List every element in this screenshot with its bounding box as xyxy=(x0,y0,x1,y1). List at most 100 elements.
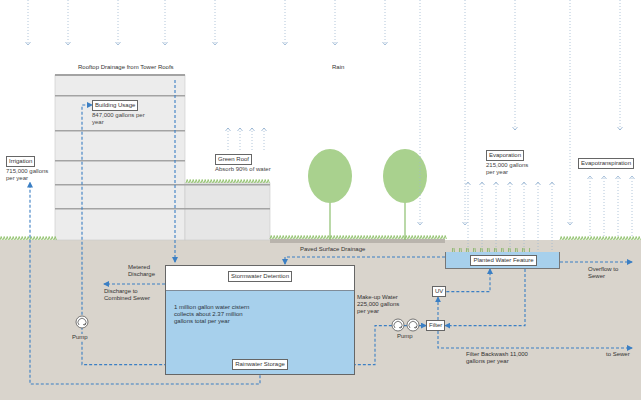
overflow-line xyxy=(560,261,632,262)
vapour-arrowhead xyxy=(536,182,541,185)
ground xyxy=(0,240,641,400)
vapour-line xyxy=(264,128,265,150)
rain-line xyxy=(515,0,516,130)
vapour-arrowhead xyxy=(550,182,555,185)
tree xyxy=(308,149,427,240)
annotation: Filter Backwash 11,000 gallons per year xyxy=(466,351,540,365)
vapour-arrowhead xyxy=(522,182,527,185)
rain-arrowhead xyxy=(333,42,338,45)
backwash-line xyxy=(438,331,632,348)
rain-line xyxy=(285,0,286,45)
grass xyxy=(270,236,446,240)
cistern-tank: 1 million gallon water cistern collects … xyxy=(165,265,355,375)
vapour-line xyxy=(538,182,539,250)
rain-line xyxy=(28,0,29,45)
rain-arrowhead xyxy=(618,127,623,130)
node-heading: 1 million gallon water cistern collects … xyxy=(174,304,262,326)
vapour-arrowhead xyxy=(630,176,635,179)
rain-arrowhead xyxy=(213,42,218,45)
annotation: Discharge to Combined Sewer xyxy=(104,288,156,302)
vapour-line xyxy=(552,182,553,250)
node-heading: Stormwater Detention xyxy=(228,271,292,282)
paved-surface xyxy=(270,239,445,243)
node-heading: Rainwater Storage xyxy=(232,359,288,370)
vapour-line xyxy=(228,128,229,150)
rain-arrowhead xyxy=(463,222,468,225)
node-heading: Filter xyxy=(426,320,445,331)
vapour-arrowhead xyxy=(480,182,485,185)
grass xyxy=(560,237,640,241)
node-heading: UV xyxy=(432,286,446,297)
node-note: 715,000 gallons per year xyxy=(6,168,52,182)
node-heading: Building Usage xyxy=(92,100,138,111)
annotation: Pump xyxy=(71,334,89,341)
annotation: Overflow to Sewer xyxy=(588,266,632,280)
vapour-line xyxy=(618,176,619,236)
label-box: Building Usage847,000 gallons per year xyxy=(92,100,150,127)
annotation: Paved Surface Drainage xyxy=(300,246,365,253)
uv-unit: UV xyxy=(432,286,446,297)
rain-line xyxy=(335,0,336,45)
label-box: Rainwater Storage xyxy=(232,359,288,370)
flow-arrow xyxy=(445,269,525,326)
rain-arrowhead xyxy=(383,42,388,45)
label-box: Irrigation715,000 gallons per year xyxy=(6,156,52,183)
rain-arrowhead xyxy=(513,127,518,130)
vapour-line xyxy=(496,182,497,250)
vapour-line xyxy=(604,176,605,236)
discharge-line xyxy=(104,283,165,284)
vapour-arrowhead xyxy=(602,176,607,179)
rain-line xyxy=(420,0,421,225)
vapour-arrowhead xyxy=(466,182,471,185)
node-heading: Planted Water Feature xyxy=(470,255,536,266)
vapour-line xyxy=(482,182,483,250)
paved-drain-line xyxy=(285,257,445,264)
flow-arrow xyxy=(446,269,490,292)
rain-line xyxy=(570,0,571,225)
grass xyxy=(0,237,56,241)
rain-line xyxy=(620,0,621,130)
vapour-arrowhead xyxy=(226,128,231,131)
vapour-arrowhead xyxy=(238,128,243,131)
vapour-line xyxy=(632,176,633,236)
grass xyxy=(186,180,269,184)
vapour-line xyxy=(240,128,241,150)
flow-arrow xyxy=(437,297,438,320)
node-heading: Evapotranspiration xyxy=(578,158,634,169)
annotation: Rooftop Drainage from Tower Roofs xyxy=(78,64,174,71)
vapour-arrowhead xyxy=(616,176,621,179)
vapour-arrowhead xyxy=(588,176,593,179)
label-box: Stormwater Detention xyxy=(228,271,292,282)
rain-arrowhead xyxy=(418,222,423,225)
vapour-line xyxy=(468,182,469,250)
vapour-line xyxy=(510,182,511,250)
vapour-arrowhead xyxy=(494,182,499,185)
label-box: Green RoofAbsorb 90% of water xyxy=(215,154,271,173)
edge-label: Make-up Water 225,000 gallons per year xyxy=(357,294,405,316)
podium xyxy=(185,183,270,240)
vapour-line xyxy=(590,176,591,236)
node-note: 215,000 gallons per year xyxy=(486,162,536,176)
label-box: Evapotranspiration xyxy=(578,158,634,169)
rain-arrowhead xyxy=(26,42,31,45)
rain-arrowhead xyxy=(163,42,168,45)
vapour-line xyxy=(524,182,525,250)
rain-arrowhead xyxy=(66,42,71,45)
rain-line xyxy=(465,0,466,225)
annotation: Metered Discharge xyxy=(128,264,162,278)
rain-line xyxy=(68,0,69,45)
rain-arrowhead xyxy=(283,42,288,45)
vapour-line xyxy=(252,128,253,150)
annotation: Rain xyxy=(332,64,344,71)
vapour-arrowhead xyxy=(250,128,255,131)
annotation: Pump xyxy=(396,333,414,340)
node-heading: Green Roof xyxy=(215,154,252,165)
rain-line xyxy=(165,0,166,45)
floor-slabs xyxy=(55,74,270,210)
label-box: Evaporation215,000 gallons per year xyxy=(486,150,536,177)
vapour-arrowhead xyxy=(262,128,267,131)
annotation: to Sewer xyxy=(606,351,630,358)
water-feature: Planted Water Feature xyxy=(445,252,560,269)
node-note: Absorb 90% of water xyxy=(215,166,271,173)
node-note: 847,000 gallons per year xyxy=(92,112,150,126)
